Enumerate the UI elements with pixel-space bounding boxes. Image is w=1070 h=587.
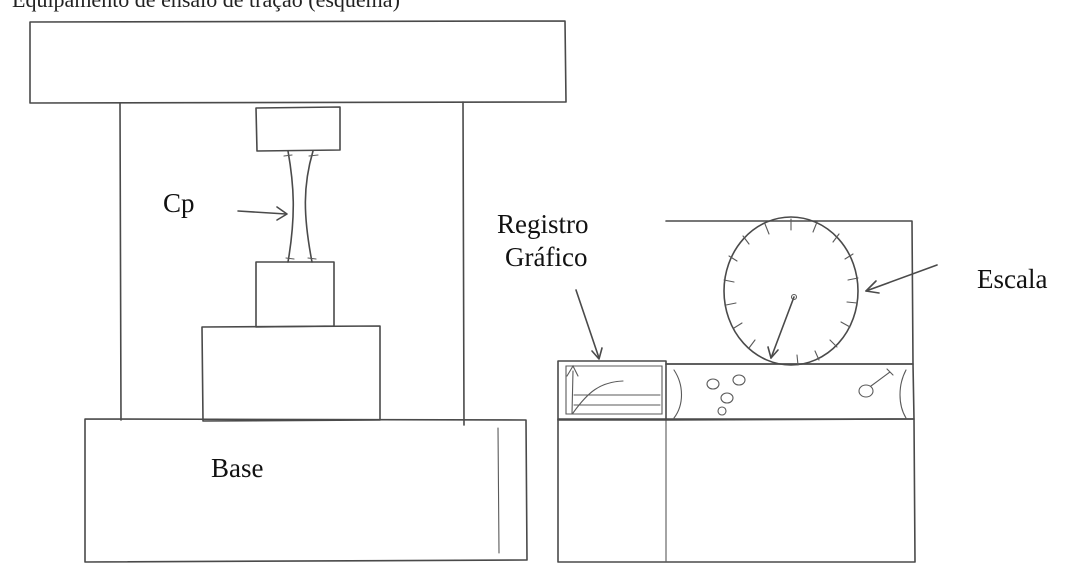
- control-panel: [666, 364, 914, 420]
- top-crosshead: [30, 21, 566, 103]
- registro-label-line2: Gráfico: [505, 240, 587, 274]
- cp-arrow: [238, 211, 286, 214]
- specimen: [288, 151, 313, 262]
- support-block: [202, 326, 380, 421]
- control-knobs: [707, 369, 893, 415]
- escala-arrow: [866, 265, 937, 291]
- lower-cabinet: [558, 419, 915, 562]
- registro-label-line1: Registro: [497, 207, 589, 241]
- left-column: [120, 103, 121, 420]
- upper-grip: [256, 107, 340, 151]
- right-column: [463, 102, 464, 425]
- base-label: Base: [211, 451, 263, 485]
- dial-needle: [771, 297, 794, 358]
- recorder-curve: [573, 381, 623, 413]
- dial-face: [724, 217, 858, 365]
- cp-label: Cp: [163, 186, 195, 220]
- lower-grip: [256, 262, 334, 327]
- recorder-arrow: [576, 290, 599, 358]
- escala-label: Escala: [977, 262, 1047, 296]
- base-block: [85, 419, 527, 562]
